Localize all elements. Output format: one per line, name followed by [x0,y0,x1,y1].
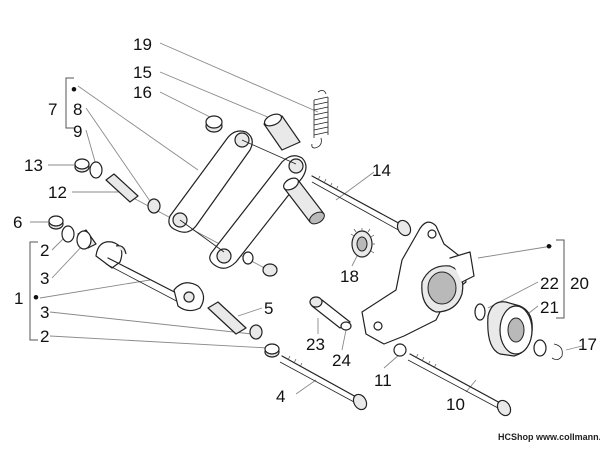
leader-20 [477,245,553,259]
part-6-nut [48,215,64,230]
part-16-nut [205,115,223,133]
leader-2b [49,335,269,349]
part-9-washer [89,161,103,179]
part-2-3-bushings-upper [61,225,97,250]
part-2-nut-lower [264,343,280,358]
callout-21: 21 [540,298,559,317]
bracket-7-8 [65,77,74,129]
part-7-8-link-plates [168,130,307,269]
leader-10 [465,379,477,393]
callout-4: 4 [276,387,285,406]
callout-12: 12 [48,183,67,202]
callout-23: 23 [306,335,325,354]
callout-6: 6 [13,213,22,232]
watermark: HCShop www.collmann.eu [498,432,600,442]
group-brackets [29,77,565,341]
part-1-axle [95,241,205,312]
group-markers: • • • [33,80,552,307]
leader-7-8 [77,85,199,171]
leader-4 [295,379,317,395]
part-21-silent-block [487,301,533,357]
bracket-1 [29,241,38,341]
part-13-nut [74,158,90,173]
leader-16 [159,91,213,119]
leader-lines [30,42,583,395]
leader-8 [85,107,153,205]
callout-16: 16 [133,83,152,102]
part-15-pin [263,113,301,151]
leader-11 [383,353,401,369]
callout-11: 11 [374,371,392,390]
callout-2-lower: 2 [40,327,49,346]
part-5-pin [207,301,263,340]
leader-1 [39,279,151,299]
callout-7: 7 [48,100,57,119]
callout-2-upper: 2 [40,241,49,260]
leader-9 [85,129,97,166]
callout-5: 5 [264,299,273,318]
part-12-pin [105,173,161,214]
leader-3b [49,311,253,335]
part-pivot-bushing [242,251,278,277]
leader-5 [237,307,263,317]
group-marker-7-8: • [71,80,77,99]
callout-labels: 19 15 16 7 8 9 13 12 6 2 3 1 3 2 5 4 14 … [13,35,597,414]
part-19-spring [311,90,329,149]
part-18-bushing [350,228,375,258]
part-4-bolt [279,355,368,411]
part-link-shaft [283,177,325,225]
callout-19: 19 [133,35,152,54]
leader-17 [565,345,583,351]
part-22-washer [474,303,486,321]
leader-15 [159,71,271,119]
part-11-washer [393,343,407,357]
part-24-washer [340,321,352,331]
leader-14 [335,171,375,201]
group-marker-20: • [546,237,552,256]
callout-9: 9 [73,122,82,141]
callout-1: 1 [14,289,23,308]
callout-14: 14 [372,161,391,180]
callout-8: 8 [73,100,82,119]
callout-22: 22 [540,274,559,293]
bracket-20 [556,239,565,319]
callout-10: 10 [446,395,465,414]
callout-3-lower: 3 [40,303,49,322]
callout-20: 20 [570,274,589,293]
part-10-bolt [407,353,512,417]
group-marker-1: • [33,288,39,307]
callout-17: 17 [578,335,597,354]
callout-24: 24 [332,351,351,370]
callout-13: 13 [24,156,43,175]
callout-18: 18 [340,267,359,286]
leader-3a [51,243,85,279]
leader-24 [341,329,347,351]
part-23-bolt [309,296,351,329]
part-main-bracket [361,221,475,345]
leader-19 [159,42,319,113]
part-17-circlip [533,339,563,360]
callout-3-upper: 3 [40,269,49,288]
callout-15: 15 [133,63,152,82]
part-14-bolt [311,175,412,237]
